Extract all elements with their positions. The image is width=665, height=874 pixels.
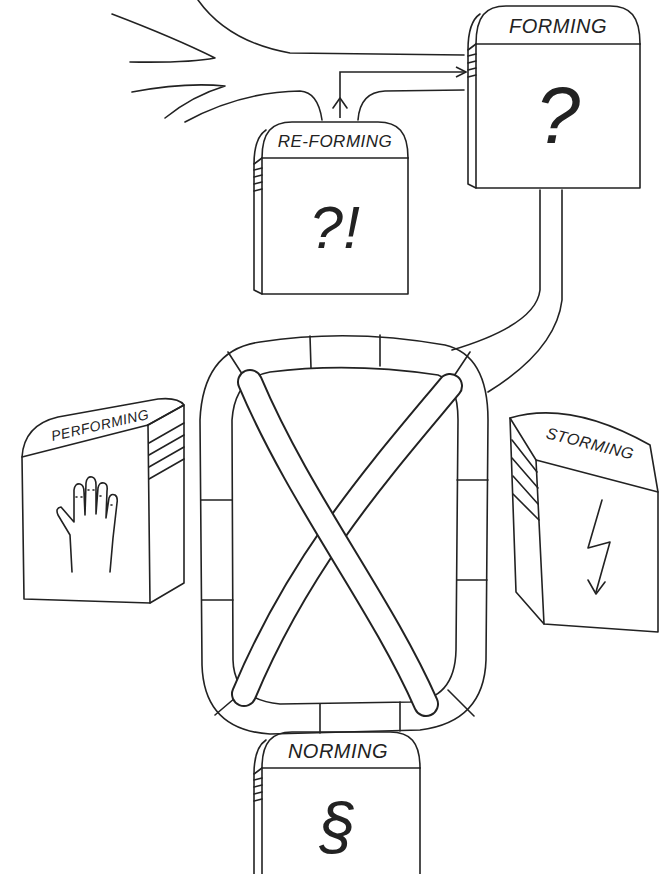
block-symbol: ?!: [309, 198, 360, 258]
hand-dots: [76, 490, 115, 505]
road-edge: [452, 190, 540, 350]
road-edge: [112, 14, 215, 62]
block-outline-stroke: [254, 740, 266, 774]
stone-block: STORMING: [500, 400, 660, 636]
stone-block: NORMING §: [252, 728, 424, 874]
block-outline-stroke: [254, 768, 262, 874]
block-outline-stroke: [262, 158, 408, 294]
roundabout-tick: [201, 335, 488, 733]
block-outline-stroke: [512, 440, 539, 520]
road-connector: [340, 72, 466, 118]
block-outline-stroke: [254, 130, 266, 164]
stone-block: RE-FORMING?!: [252, 118, 412, 296]
stone-block: FORMING?: [466, 2, 644, 190]
block-outline-stroke: [468, 14, 480, 50]
road-edge: [132, 85, 225, 118]
block-outline-stroke: [476, 6, 640, 44]
lightning-icon: [588, 500, 610, 592]
stone-block: PERFORMING: [18, 395, 186, 607]
block-symbol: §: [320, 794, 356, 858]
block-outline-stroke: [254, 778, 262, 801]
block-outline-stroke: [510, 418, 544, 624]
road-edge: [488, 190, 562, 392]
block-outline-stroke: [22, 425, 150, 603]
roundabout-inner: [232, 368, 458, 704]
block-label: RE-FORMING: [278, 133, 393, 150]
block-outline-stroke: [262, 122, 408, 158]
block-outline-stroke: [476, 43, 640, 45]
block-outline-stroke: [468, 54, 476, 77]
block-outline-stroke: [262, 767, 420, 769]
block-outline-stroke: [262, 732, 420, 768]
block-outline-stroke: [536, 460, 658, 632]
block-outline-stroke: [254, 158, 262, 294]
block-outline-stroke: [262, 768, 420, 874]
block-symbol: ?: [536, 76, 581, 156]
block-outline-stroke: [468, 44, 476, 188]
block-outline-stroke: [149, 423, 184, 479]
road-edge: [198, 0, 464, 55]
block-label: NORMING: [288, 741, 388, 761]
road-edge: [358, 90, 464, 120]
block-outline-stroke: [148, 405, 184, 603]
block-label: FORMING: [509, 16, 607, 36]
inner-road: [250, 382, 426, 704]
block-outline-stroke: [262, 157, 408, 159]
inner-road-fill: [250, 382, 426, 704]
hand-icon: [57, 477, 117, 572]
block-outline-stroke: [476, 44, 640, 188]
roundabout-outer: [200, 336, 488, 734]
lightning-arrow-head: [588, 580, 605, 594]
road-edge: [185, 91, 322, 122]
block-outline-stroke: [254, 168, 262, 191]
